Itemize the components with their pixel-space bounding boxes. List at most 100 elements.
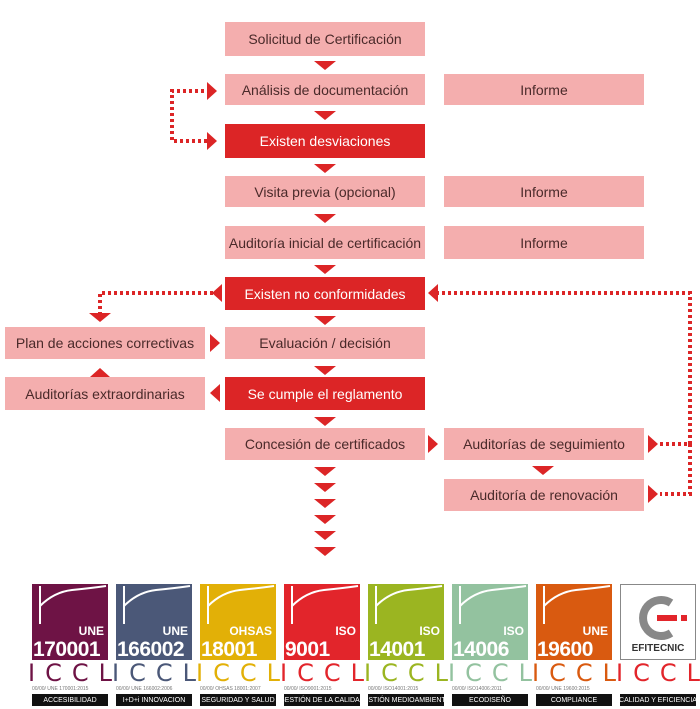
box-evaluacion: Evaluación / decisión [225, 327, 425, 359]
down-arrow-icon [314, 547, 336, 556]
badge-number: 19600 [537, 638, 593, 660]
box-informe-2: Informe [444, 176, 644, 207]
box-informe-3: Informe [444, 226, 644, 259]
box-concesion: Concesión de certificados [225, 428, 425, 460]
badge-title: UNE [78, 624, 104, 638]
badge-icl-letters: ICCL [616, 659, 700, 687]
badge-swoosh-icon [39, 585, 107, 624]
box-desviaciones: Existen desviaciones [225, 124, 425, 158]
badge-caption: GESTIÓN DE LA CALIDAD [284, 694, 360, 706]
plan-down-arrow-icon [89, 313, 111, 322]
badge-caption: COMPLIANCE [536, 694, 612, 706]
extraordinarias-up-arrow-icon [90, 368, 110, 377]
badge-reference: 00/00/ UNE 19600:2015 [536, 686, 590, 692]
badge-reference: 00/00/ OHSAS 18001:2007 [200, 686, 261, 692]
badge-reference: 00/00/ UNE 166002:2006 [116, 686, 173, 692]
badge-reference: 00/00/ ISO9001:2015 [284, 686, 332, 692]
badge-title: OHSAS [229, 624, 272, 638]
badge-tile: ISO 9001 [284, 584, 360, 660]
badge-swoosh-icon [543, 585, 611, 624]
badge-icl-letters: ICCL [280, 659, 374, 687]
down-arrow-icon [314, 515, 336, 524]
box-plan-acciones: Plan de acciones correctivas [5, 327, 205, 359]
badge-number: 14001 [369, 638, 425, 660]
deviation-loop-line [170, 89, 207, 143]
badge-caption: I+D+i INNOVACION [116, 694, 192, 706]
right-loop-lower [660, 442, 692, 496]
box-informe-1: Informe [444, 74, 644, 105]
down-arrow-icon [314, 265, 336, 274]
badge-caption: ECODISEÑO [452, 694, 528, 706]
efitecnic-logo-icon [639, 596, 687, 640]
box-no-conformidades: Existen no conformidades [225, 277, 425, 310]
badge-title: ISO [503, 624, 524, 638]
badge-icl-letters: ICCL [448, 659, 542, 687]
down-arrow-icon [314, 61, 336, 70]
badge-number: 14006 [453, 638, 509, 660]
reglamento-to-extraordinarias-arrow-icon [210, 384, 220, 402]
loop-start-arrow-icon [207, 132, 217, 150]
badge-caption: CALIDAD Y EFICIENCIA [620, 694, 696, 706]
badge-swoosh-icon [291, 585, 359, 624]
badge-caption: GESTIÓN MEDIOAMBIENTAL [368, 694, 444, 706]
down-arrow-icon [314, 111, 336, 120]
badge-icl-letters: ICCL [112, 659, 206, 687]
badge-title: UNE [162, 624, 188, 638]
concesion-to-seguimiento-arrow-icon [428, 435, 438, 453]
badge-caption: ACCESIBILIDAD [32, 694, 108, 706]
box-solicitud: Solicitud de Certificación [225, 22, 425, 56]
down-arrow-icon [314, 483, 336, 492]
left-branch-line [98, 291, 213, 316]
down-arrow-icon [314, 467, 336, 476]
badge-number: 9001 [285, 638, 330, 660]
badge-swoosh-icon [459, 585, 527, 624]
badge-reference: 00/00/ UNE 170001:2015 [32, 686, 89, 692]
down-arrow-icon [314, 164, 336, 173]
down-arrow-icon [314, 316, 336, 325]
down-arrow-icon [314, 366, 336, 375]
badge-title: UNE [582, 624, 608, 638]
renovacion-right-arrow-icon [648, 485, 658, 503]
down-arrow-icon [314, 499, 336, 508]
box-extraordinarias: Auditorías extraordinarias [5, 377, 205, 410]
badge-icl-letters: ICCL [196, 659, 290, 687]
return-to-no-conformidades-arrow-icon [428, 284, 438, 302]
badge-title: EFITECNIC [631, 643, 685, 654]
badge-caption: SEGURIDAD Y SALUD [200, 694, 276, 706]
seguimiento-right-arrow-icon [648, 435, 658, 453]
down-arrow-icon [314, 531, 336, 540]
badge-swoosh-icon [123, 585, 191, 624]
badge-number: 166002 [117, 638, 185, 660]
right-loop-upper [438, 291, 692, 444]
badge-title: ISO [335, 624, 356, 638]
loop-return-arrow-icon [207, 82, 217, 100]
badge-title: ISO [419, 624, 440, 638]
badge-swoosh-icon [375, 585, 443, 624]
box-renovacion: Auditoría de renovación [444, 479, 644, 511]
down-arrow-icon [314, 417, 336, 426]
down-arrow-icon [314, 214, 336, 223]
plan-to-evaluacion-arrow-icon [210, 334, 220, 352]
badge-reference: 00/00/ ISO14006:2011 [452, 686, 502, 692]
badge-swoosh-icon [207, 585, 275, 624]
badge-icl-letters: ICCL [532, 659, 626, 687]
box-analisis: Análisis de documentación [225, 74, 425, 105]
down-arrow-icon [532, 466, 554, 475]
badge-number: 18001 [201, 638, 257, 660]
badge-tile: EFITECNIC [620, 584, 696, 660]
box-visita: Visita previa (opcional) [225, 176, 425, 207]
box-reglamento: Se cumple el reglamento [225, 377, 425, 410]
badge-icl-letters: ICCL [28, 659, 122, 687]
box-seguimiento: Auditorías de seguimiento [444, 428, 644, 460]
left-branch-arrow-icon [212, 284, 222, 302]
badge-reference: 00/00/ ISO14001:2015 [368, 686, 419, 692]
badge-number: 170001 [33, 638, 101, 660]
